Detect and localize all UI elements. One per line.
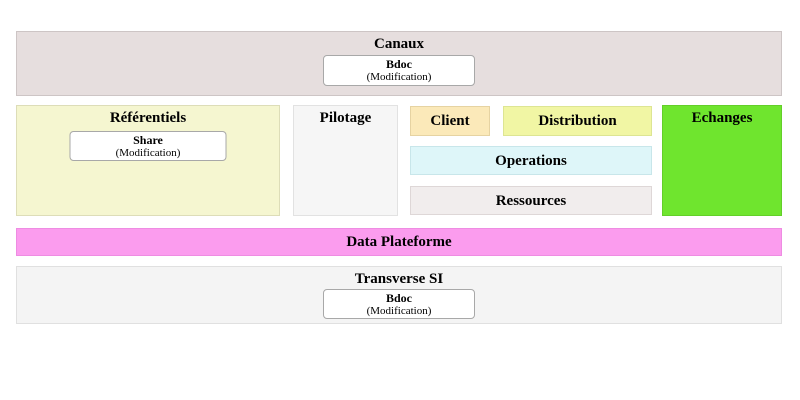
echanges-title: Echanges <box>691 110 753 126</box>
transverse-bdoc-box: Bdoc (Modification) <box>323 289 475 319</box>
referentiels-block: Référentiels Share (Modification) <box>16 105 280 216</box>
canaux-bdoc-box-title: Bdoc <box>385 57 412 71</box>
canaux-bdoc-box: Bdoc (Modification) <box>323 55 475 86</box>
ressources-block: Ressources <box>410 186 652 215</box>
transverse-bdoc-box-subtitle: (Modification) <box>366 305 432 317</box>
pilotage-block: Pilotage <box>293 105 398 216</box>
ressources-title: Ressources <box>495 193 567 209</box>
distribution-block: Distribution <box>503 106 652 136</box>
transverse-si-title: Transverse SI <box>354 271 444 287</box>
referentiels-share-box-title: Share <box>133 133 163 147</box>
transverse-si-layer: Transverse SI Bdoc (Modification) <box>16 266 782 324</box>
referentiels-share-box-subtitle: (Modification) <box>115 147 181 159</box>
data-plateforme-layer: Data Plateforme <box>16 228 782 256</box>
operations-title: Operations <box>495 153 567 169</box>
distribution-title: Distribution <box>538 113 617 129</box>
canaux-layer: Canaux Bdoc (Modification) <box>16 31 782 96</box>
canaux-bdoc-box-subtitle: (Modification) <box>366 71 432 83</box>
echanges-block: Echanges <box>662 105 782 216</box>
client-block: Client <box>410 106 490 136</box>
data-plateforme-title: Data Plateforme <box>346 233 452 250</box>
referentiels-title: Référentiels <box>109 110 187 126</box>
client-title: Client <box>430 113 470 129</box>
operations-block: Operations <box>410 146 652 175</box>
pilotage-title: Pilotage <box>319 110 372 126</box>
canaux-title: Canaux <box>373 36 425 52</box>
referentiels-share-box: Share (Modification) <box>69 131 227 161</box>
transverse-bdoc-box-title: Bdoc <box>385 291 412 305</box>
